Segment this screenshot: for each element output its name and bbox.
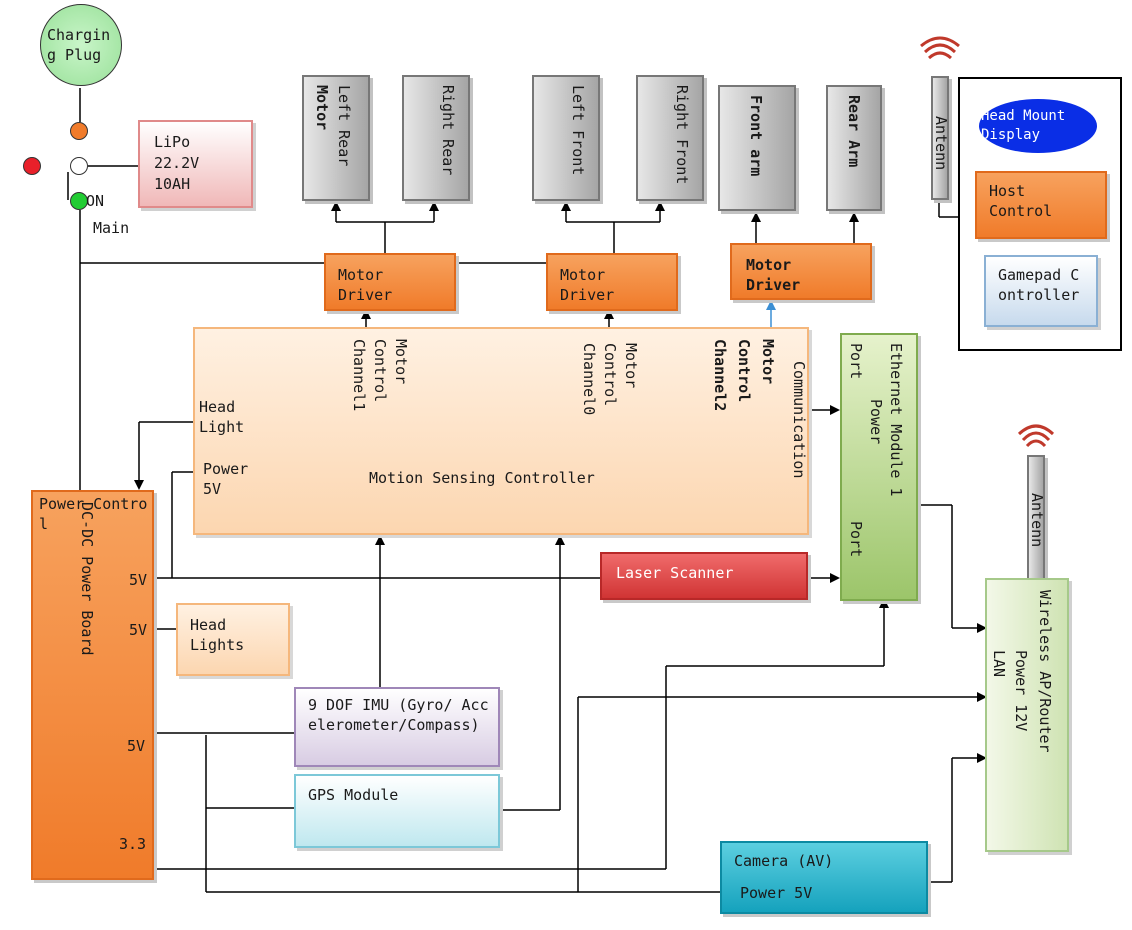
motor-driver-3-label: Motor Driver bbox=[746, 256, 801, 293]
camera-av: Camera (AV) Power 5V bbox=[720, 841, 928, 914]
msc-ch10-a: Motor bbox=[622, 343, 640, 389]
antenna-1: Antenn bbox=[931, 76, 949, 200]
msc-ch11-a: Motor bbox=[392, 339, 410, 385]
msc-ch12-c: Channel2 bbox=[711, 339, 729, 412]
wireless-col1: Wireless AP/Router bbox=[1036, 590, 1054, 753]
charging-plug: Charging Plug bbox=[40, 4, 122, 86]
hmd-label: Head Mount Display bbox=[981, 108, 1066, 143]
motor-driver-1-label: Motor Driver bbox=[338, 266, 393, 303]
motor-driver-2: Motor Driver bbox=[546, 253, 678, 311]
dc-dc-power-board: Power Control DC-DC Power Board 5V 5V 5V… bbox=[31, 490, 154, 880]
right-front-motor-label: Right Front bbox=[673, 85, 691, 185]
left-rear-motor: Left Rear Motor bbox=[302, 75, 370, 201]
head-lights: Head Lights bbox=[176, 603, 290, 676]
switch-on-label: ON bbox=[86, 192, 105, 210]
motor-driver-2-label: Motor Driver bbox=[560, 266, 615, 303]
rear-arm-motor: Rear Arm bbox=[826, 85, 882, 211]
antenna-2: Antenn bbox=[1027, 455, 1045, 581]
lipo-line1: LiPo bbox=[154, 133, 191, 151]
switch-main-label: Main bbox=[93, 219, 130, 237]
right-rear-motor: Right Rear bbox=[402, 75, 470, 201]
msc-title: Motion Sensing Controller bbox=[369, 469, 595, 487]
antenna-1-label: Antenn bbox=[932, 116, 949, 171]
gps-label: GPS Module bbox=[308, 786, 399, 804]
msc-head-light: Head Light bbox=[199, 398, 245, 436]
switch-green-dot bbox=[70, 192, 88, 210]
rear-arm-label: Rear Arm bbox=[845, 95, 863, 168]
msc-ch10-c: Channel0 bbox=[580, 343, 598, 416]
power-board-5v-1: 5V bbox=[129, 571, 148, 589]
laser-scanner-label: Laser Scanner bbox=[616, 564, 734, 582]
msc-ch10-b: Control bbox=[601, 343, 619, 407]
msc-communication: Communication bbox=[790, 361, 808, 479]
gps-module: GPS Module bbox=[294, 774, 500, 848]
left-front-motor-label: Left Front bbox=[569, 85, 587, 176]
head-mount-display: Head Mount Display bbox=[979, 99, 1097, 153]
switch-white-dot bbox=[70, 157, 88, 175]
lipo-line2: 22.2V bbox=[154, 154, 200, 172]
switch-red-dot bbox=[23, 157, 41, 175]
msc-power: Power 5V bbox=[203, 460, 249, 498]
antenna-signal-icon bbox=[920, 36, 1055, 448]
left-rear-motor-label2: Motor bbox=[313, 85, 331, 131]
host-control-label: Host Control bbox=[989, 182, 1053, 220]
wireless-col2: Power 12V bbox=[1012, 650, 1030, 732]
camera-title: Camera (AV) bbox=[734, 852, 834, 870]
gamepad-controller[interactable]: Gamepad Controller bbox=[984, 255, 1098, 327]
msc-ch11-b: Control bbox=[371, 339, 389, 403]
power-board-5v-3: 5V bbox=[127, 737, 146, 755]
motion-sensing-controller: Head Light Power 5V Motion Sensing Contr… bbox=[193, 327, 809, 535]
msc-ch12-a: Motor bbox=[759, 339, 777, 385]
host-panel: Head Mount Display Host Control Gamepad … bbox=[958, 77, 1122, 351]
front-arm-motor: Front arm bbox=[718, 85, 796, 211]
antenna-2-label: Antenn bbox=[1028, 493, 1045, 548]
power-control-label: Power Control bbox=[39, 495, 148, 533]
ethernet-port-top: Port bbox=[847, 343, 865, 380]
ethernet-port-bottom: Port bbox=[847, 521, 865, 558]
right-front-motor: Right Front bbox=[636, 75, 704, 201]
wireless-ap-router: Wireless AP/Router Power 12V LAN bbox=[985, 578, 1069, 852]
wireless-col3: LAN bbox=[990, 650, 1008, 678]
msc-ch12-b: Control bbox=[735, 339, 753, 403]
laser-scanner: Laser Scanner bbox=[600, 552, 808, 600]
power-board-title: DC-DC Power Board bbox=[78, 502, 96, 656]
msc-ch11-c: Channel1 bbox=[350, 339, 368, 412]
power-board-5v-2: 5V bbox=[129, 621, 148, 639]
lipo-line3: 10AH bbox=[154, 175, 191, 193]
head-lights-label: Head Lights bbox=[190, 616, 245, 654]
lipo-battery: LiPo 22.2V 10AH bbox=[138, 120, 253, 208]
charging-plug-label: Charging Plug bbox=[47, 26, 111, 64]
ethernet-col2: Power bbox=[867, 399, 885, 445]
imu-label: 9 DOF IMU (Gyro/ Accelerometer/Compass) bbox=[308, 696, 489, 734]
left-front-motor: Left Front bbox=[532, 75, 600, 201]
ethernet-module: Ethernet Module 1 Power Port Port bbox=[840, 333, 918, 601]
power-board-3v3: 3.3 bbox=[119, 835, 147, 853]
plug-connector-dot bbox=[70, 122, 88, 140]
camera-power: Power 5V bbox=[740, 884, 813, 902]
imu-module: 9 DOF IMU (Gyro/ Accelerometer/Compass) bbox=[294, 687, 500, 767]
motor-driver-1: Motor Driver bbox=[324, 253, 456, 311]
left-rear-motor-label: Left Rear bbox=[335, 85, 353, 167]
ethernet-col1: Ethernet Module 1 bbox=[887, 343, 905, 497]
gamepad-label: Gamepad Controller bbox=[998, 266, 1080, 304]
host-control[interactable]: Host Control bbox=[975, 171, 1107, 239]
front-arm-label: Front arm bbox=[747, 95, 765, 177]
motor-driver-3: Motor Driver bbox=[730, 243, 872, 300]
right-rear-motor-label: Right Rear bbox=[439, 85, 457, 176]
